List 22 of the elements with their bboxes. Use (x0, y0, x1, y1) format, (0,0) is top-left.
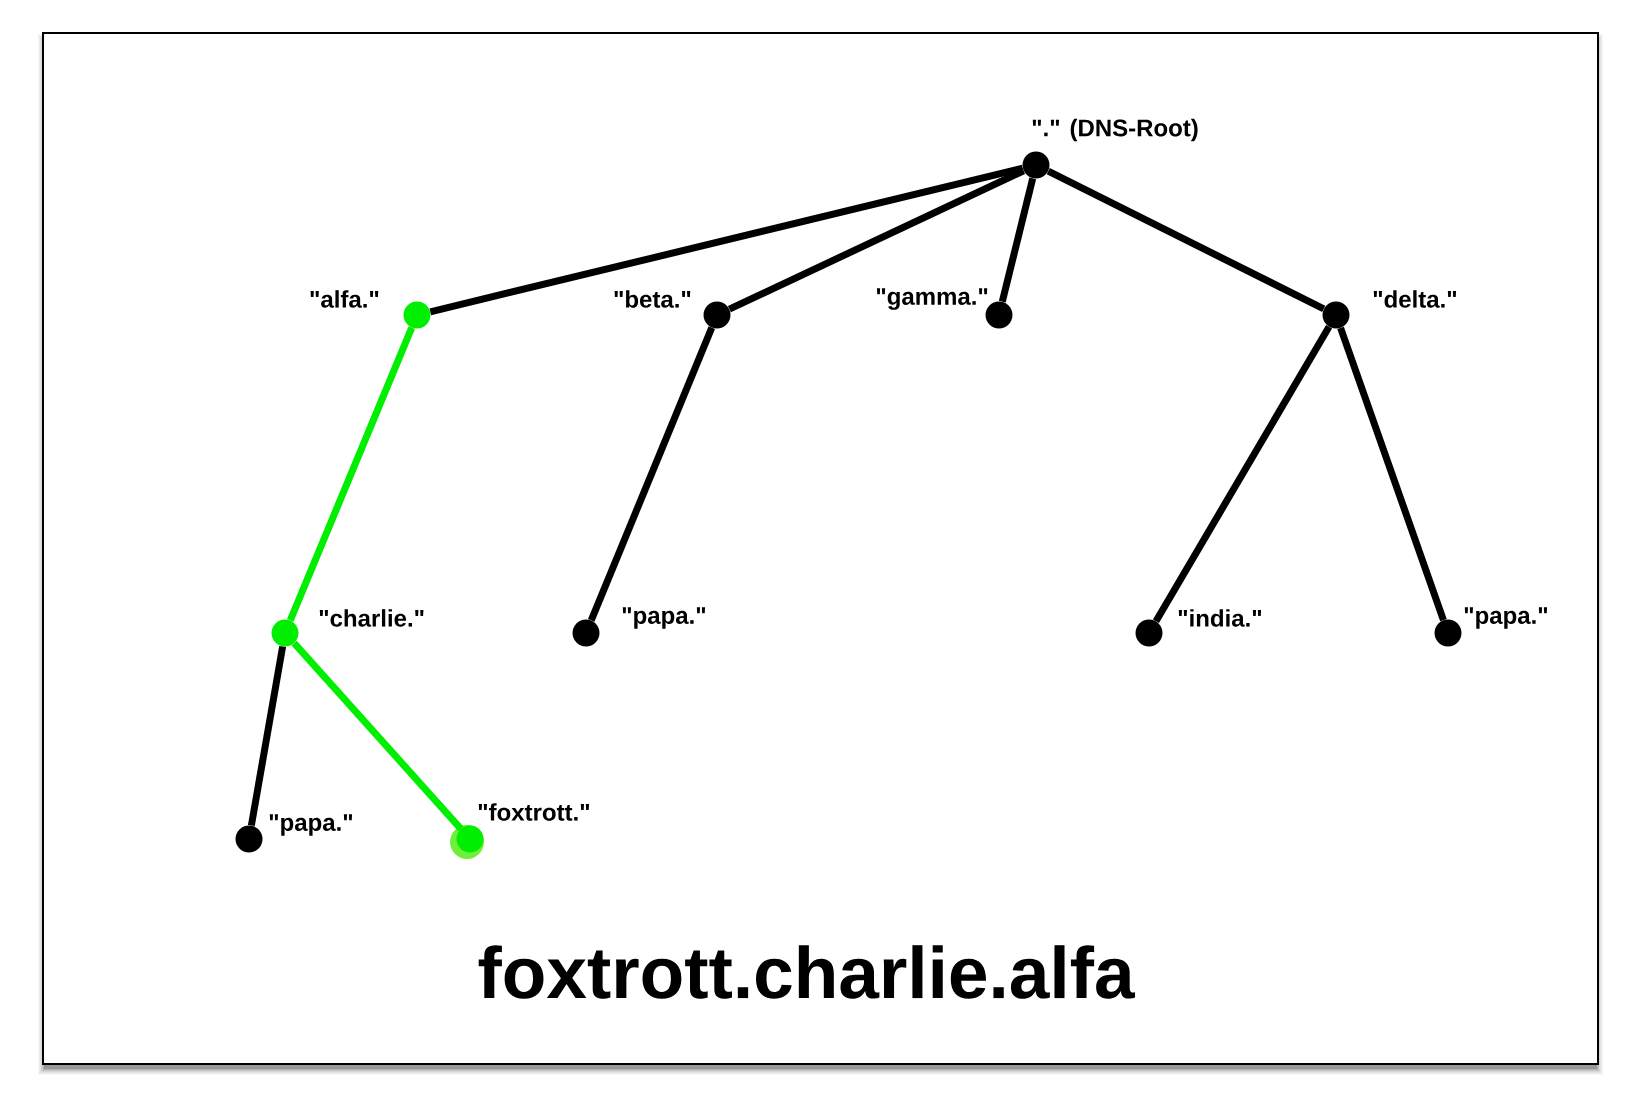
branch-line (429, 164, 1024, 316)
caption: foxtrott.charlie.alfa (478, 945, 1136, 999)
branch-line (1046, 168, 1326, 312)
node-label: "foxtrott." (478, 803, 590, 821)
branch-line (998, 177, 1037, 303)
branch-line (1152, 325, 1333, 623)
node-label: "beta." (614, 290, 691, 308)
node-label: "alfa." (310, 290, 379, 308)
branch-line (247, 645, 287, 827)
node-label: "." (DNS-Root) (1032, 118, 1198, 142)
branch-line (1337, 326, 1447, 622)
node-label: "india." (1178, 609, 1262, 627)
node-label: "delta." (1373, 290, 1457, 308)
branch-line (291, 640, 464, 832)
node-label: "charlie." (319, 609, 424, 627)
node-label: "papa." (1464, 607, 1548, 629)
node-label: "papa." (622, 607, 706, 629)
node-label: "gamma." (876, 288, 988, 310)
branch-line (727, 167, 1026, 313)
branch-line (588, 326, 716, 622)
branch-line (287, 326, 415, 622)
node-label: "papa." (269, 814, 353, 836)
